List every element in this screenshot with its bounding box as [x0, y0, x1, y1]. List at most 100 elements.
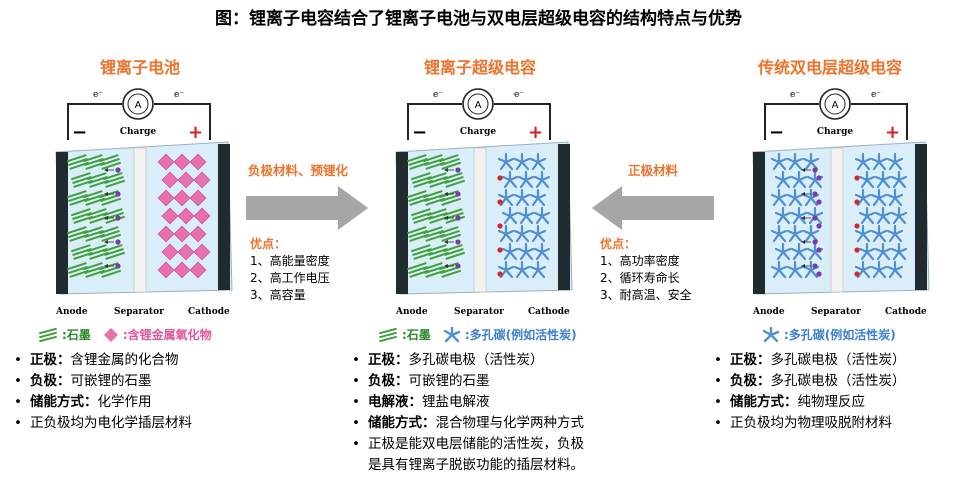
porous-carbon-particle: [770, 224, 788, 243]
porous-carbon-particle: [774, 242, 792, 261]
bullet-text: 正极是能双电层储能的活性炭，负极: [368, 436, 584, 452]
porous-carbon-particle: [517, 242, 535, 261]
anode-current-collector: [753, 152, 765, 294]
oxide-crystal: [161, 243, 179, 261]
porous-carbon-particle: [870, 224, 888, 243]
bullet-text: 混合物理与化学两种方式: [435, 415, 585, 431]
ammeter-label: A: [135, 100, 142, 111]
legend-oxide-label: :含锂金属氧化物: [122, 328, 212, 342]
graphite-icon: [379, 327, 397, 342]
bullets-edlc: •正极：多孔碳电极（活性炭）•负极：多孔碳电极（活性炭）•储能方式：纯物理反应•…: [708, 350, 953, 434]
graphite-flake: [426, 244, 450, 260]
graphite-flake: [422, 154, 446, 170]
bullet-key: 负极：: [730, 373, 771, 389]
graphite-flake: [82, 262, 106, 278]
ion: [115, 191, 121, 197]
charge-label: Charge: [120, 127, 157, 137]
porous-carbon-particle: [774, 170, 792, 189]
porous-carbon-particle: [858, 170, 876, 189]
graphite-flake: [70, 172, 94, 188]
graphite-flake: [410, 172, 434, 188]
ammeter-inner: [127, 93, 149, 115]
porous-carbon-particle: [517, 206, 535, 225]
bullet-key: 负极：: [368, 373, 409, 389]
porous-carbon-particle: [890, 206, 908, 225]
bullet-text: 含锂金属的化合物: [70, 352, 179, 368]
oxide-crystal: [173, 153, 191, 171]
circuit-wire: [764, 103, 908, 140]
ion: [854, 271, 860, 277]
ion: [455, 263, 461, 269]
ion-arrow-head: [801, 264, 805, 268]
ammeter-inner: [467, 93, 489, 115]
ion: [854, 175, 860, 181]
ion-arrow-head: [444, 168, 448, 172]
porous-carbon-particle: [874, 242, 892, 261]
electron-label: e⁻: [790, 90, 800, 100]
porous-carbon-particle: [517, 170, 535, 189]
ion-arrow-head: [104, 216, 108, 220]
bullet-dot-icon: •: [14, 373, 22, 389]
electron-label: e⁻: [433, 90, 443, 100]
bullet-key: 负极：: [30, 373, 71, 389]
oxide-crystal: [189, 225, 207, 243]
porous-carbon-particle: [858, 206, 876, 225]
bullet-dot-icon: •: [714, 373, 722, 389]
cathode-label: Cathode: [528, 307, 570, 317]
graphite-flake: [442, 172, 466, 188]
porous-carbon-particle: [854, 152, 872, 171]
ion-arrow-head: [801, 168, 805, 172]
advantage-item: 3、耐高温、安全: [600, 288, 692, 302]
graphite-flake: [406, 190, 430, 206]
right-arrow-icon: [246, 186, 368, 230]
anode-current-collector: [56, 152, 68, 294]
ion: [812, 191, 818, 197]
plus-terminal: +: [885, 122, 900, 143]
ion-arrow-head: [801, 216, 805, 220]
bullet-item: •正极：多孔碳电极（活性炭）: [708, 350, 953, 371]
graphite-flake: [82, 154, 106, 170]
graphite-flake: [98, 226, 122, 242]
ion-arrow-head: [104, 264, 108, 268]
graphite-flake: [86, 172, 110, 188]
ion: [812, 263, 818, 269]
advantages-capacitor-vs-edlc: 优点： 1、高功率密度 2、循环寿命长 3、耐高温、安全: [600, 236, 692, 304]
oxide-crystal: [193, 171, 211, 189]
legend-graphite-label: :石墨: [62, 328, 91, 342]
porous-carbon-particle: [874, 170, 892, 189]
separator-label: Separator: [811, 307, 861, 317]
oxide-crystal: [189, 261, 207, 279]
porous-carbon-particle: [786, 188, 804, 207]
ion: [497, 175, 503, 181]
anode-label: Anode: [752, 307, 785, 317]
bullet-dot-icon: •: [14, 352, 22, 368]
bullet-text: 纯物理反应: [797, 394, 866, 410]
porous-carbon-particle: [886, 260, 904, 279]
graphite-flake: [426, 208, 450, 224]
bullet-dot-icon: •: [714, 352, 722, 368]
charge-label: Charge: [460, 127, 497, 137]
legend-carbon-label: :多孔碳(例如活性炭): [464, 328, 577, 342]
bullet-text: 正负极均为电化学插层材料: [30, 415, 192, 431]
ammeter-inner: [824, 93, 846, 115]
ion: [497, 271, 503, 277]
legend-battery: :石墨 :含锂金属氧化物: [38, 326, 212, 343]
porous-carbon-particle: [786, 152, 804, 171]
minus-terminal: −: [412, 122, 427, 143]
bullet-item: •负极：多孔碳电极（活性炭）: [708, 371, 953, 392]
graphite-flake: [82, 226, 106, 242]
bullet-key: 储能方式：: [368, 415, 436, 431]
bullet-dot-icon: •: [352, 352, 360, 368]
anode-label: Anode: [55, 307, 88, 317]
bullet-dot-icon: •: [352, 394, 360, 410]
ion-arrow-head: [104, 240, 108, 244]
oxide-crystal: [173, 225, 191, 243]
graphite-flake: [410, 244, 434, 260]
graphite-icon: [39, 327, 57, 342]
oxide-crystal: [161, 207, 179, 225]
advantage-item: 3、高容量: [250, 288, 306, 302]
porous-carbon-particle: [858, 242, 876, 261]
bullet-dot-icon: •: [352, 373, 360, 389]
porous-carbon-particle: [533, 242, 551, 261]
